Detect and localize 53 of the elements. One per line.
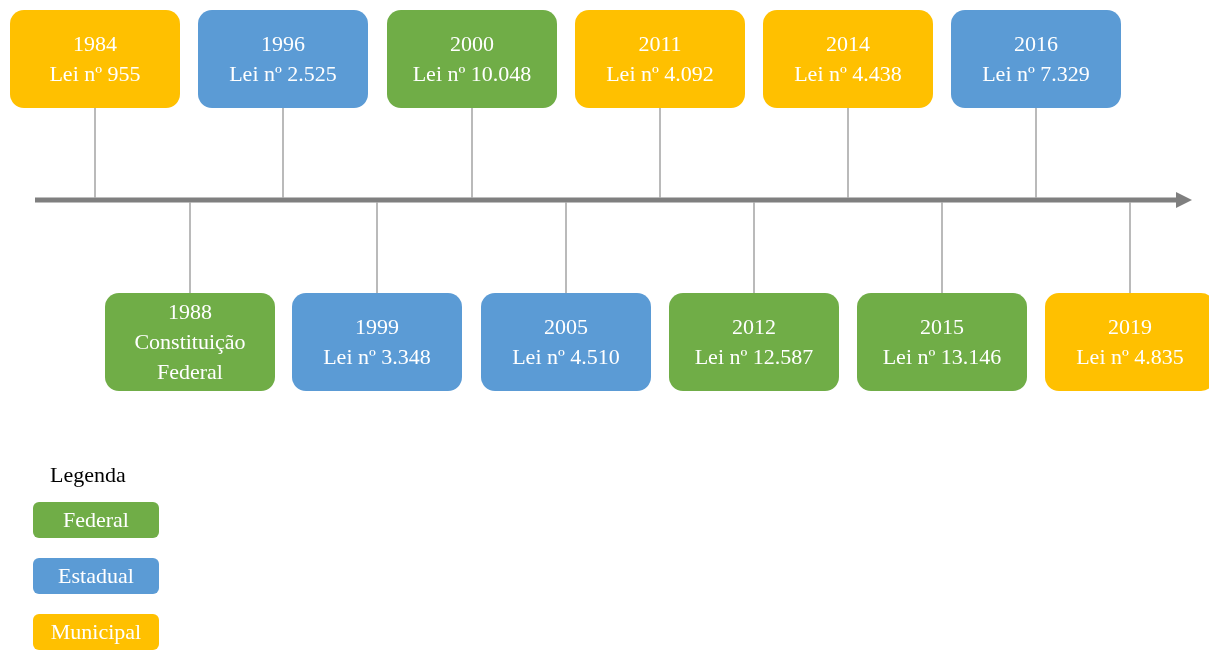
- law-text: Constituição Federal: [133, 328, 247, 386]
- leader-line: [376, 201, 378, 294]
- event-box: [105, 293, 275, 391]
- legend-title: Legenda: [50, 462, 126, 488]
- law-text: Lei nº 10.048: [412, 60, 532, 88]
- year-text: 1999: [355, 313, 399, 341]
- law-text: Lei nº 12.587: [694, 343, 814, 371]
- event-box: [10, 10, 180, 108]
- law-text: Lei nº 3.348: [323, 343, 431, 371]
- legend-swatch: Municipal: [33, 614, 159, 650]
- leader-line: [471, 107, 473, 199]
- law-text: Lei nº 2.525: [229, 60, 337, 88]
- timeline-axis: [35, 192, 1192, 208]
- year-text: 2015: [920, 313, 964, 341]
- year-text: 2019: [1108, 313, 1152, 341]
- year-text: 1984: [73, 30, 117, 58]
- leader-line: [1035, 107, 1037, 199]
- event-box: [575, 10, 745, 108]
- year-text: 2011: [638, 30, 682, 58]
- event-box: [198, 10, 368, 108]
- legend-swatch: Federal: [33, 502, 159, 538]
- leader-line: [847, 107, 849, 199]
- event-box: [951, 10, 1121, 108]
- leader-line: [189, 201, 191, 294]
- event-box: [763, 10, 933, 108]
- event-box: [387, 10, 557, 108]
- leader-line: [659, 107, 661, 199]
- leader-line: [1129, 201, 1131, 294]
- leader-line: [565, 201, 567, 294]
- event-box: [292, 293, 462, 391]
- leader-line: [282, 107, 284, 199]
- law-text: Lei nº 955: [49, 60, 141, 88]
- year-text: 1996: [261, 30, 305, 58]
- law-text: Lei nº 4.092: [606, 60, 714, 88]
- leader-line: [941, 201, 943, 294]
- year-text: 1988: [168, 298, 212, 326]
- legend-swatch: Estadual: [33, 558, 159, 594]
- leader-line: [94, 107, 96, 199]
- year-text: 2016: [1014, 30, 1058, 58]
- law-text: Lei nº 4.835: [1076, 343, 1184, 371]
- year-text: 2014: [826, 30, 870, 58]
- event-box: [857, 293, 1027, 391]
- event-box: [1045, 293, 1209, 391]
- law-text: Lei nº 13.146: [882, 343, 1002, 371]
- law-text: Lei nº 4.438: [794, 60, 902, 88]
- law-text: Lei nº 4.510: [512, 343, 620, 371]
- event-box: [481, 293, 651, 391]
- year-text: 2000: [450, 30, 494, 58]
- law-text: Lei nº 7.329: [982, 60, 1090, 88]
- leader-line: [753, 201, 755, 294]
- year-text: 2012: [732, 313, 776, 341]
- event-box: [669, 293, 839, 391]
- year-text: 2005: [544, 313, 588, 341]
